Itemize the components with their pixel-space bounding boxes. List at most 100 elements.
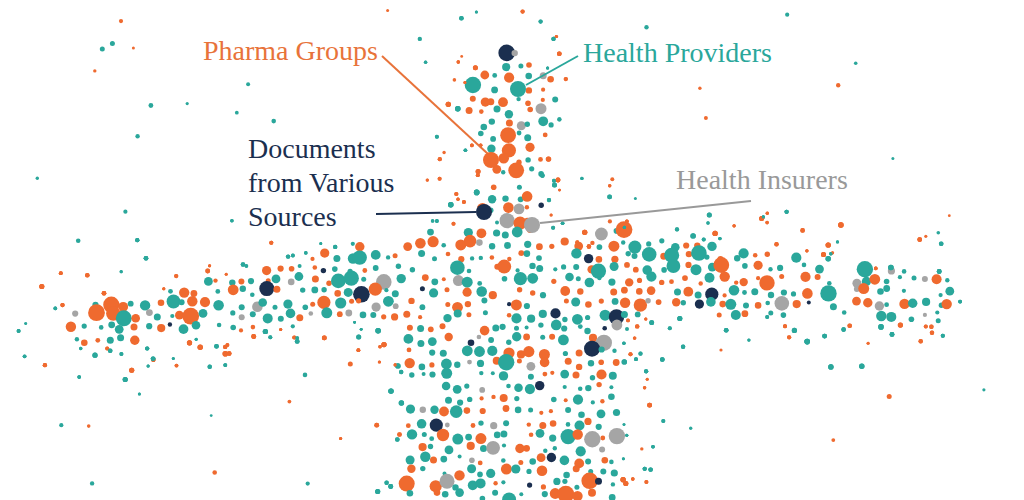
dot [584,254,593,263]
dot [629,352,633,356]
dot [465,301,471,307]
dot [39,284,44,289]
dot [431,278,438,285]
dot [707,242,716,251]
dot [634,357,638,361]
dot [477,335,482,340]
dot [120,270,123,273]
dot [395,437,400,442]
dot [457,60,460,63]
dot [217,323,222,328]
dot [691,245,707,261]
dot [525,101,531,107]
dot [345,310,352,317]
dot [526,62,532,68]
dot [375,489,380,494]
dot [245,264,249,268]
callout-label: Health Insurers [676,163,848,197]
dot [543,133,548,138]
dot [85,273,90,278]
dot [59,271,63,275]
dot [725,299,736,310]
dot [561,221,565,225]
dot [608,241,619,252]
dot [489,118,495,124]
dot [733,224,736,227]
dot [198,345,203,350]
dot [187,296,197,306]
dot [685,262,691,268]
dot [467,464,476,473]
dot [454,192,458,196]
dot [66,322,76,332]
dot [608,184,611,187]
dot [681,345,685,349]
dot [659,280,664,285]
dot [493,229,500,236]
dot [553,478,560,485]
dot [227,351,232,356]
dot [388,388,393,393]
dot [629,352,633,356]
dot [407,325,413,331]
dot [829,252,832,255]
dot [644,25,648,29]
dot [395,437,400,442]
dot [525,384,535,394]
dot [611,256,618,263]
dot [215,289,220,294]
dot [223,363,227,367]
dot [435,135,439,139]
dot [440,456,447,463]
dot [642,247,657,262]
dot [958,300,962,304]
dot [360,328,363,331]
dot [633,267,639,273]
dot [898,323,903,328]
dot [742,263,748,269]
dot [311,287,318,294]
dot [552,97,558,103]
dot [39,284,44,289]
dot [675,227,679,231]
leader-line [526,56,578,85]
dot [251,334,256,339]
dot [429,362,434,367]
dot [426,179,429,182]
dot [637,278,642,283]
dot [540,173,544,177]
dot [561,221,565,225]
dot [518,64,523,69]
dot [393,303,399,309]
dot [174,274,178,278]
dot [477,228,487,238]
dot [495,221,499,225]
dot [560,286,570,296]
dot [560,456,570,466]
dot [384,288,388,292]
dot [524,250,531,257]
dot [524,241,531,248]
dot [428,236,439,247]
dot [486,441,500,455]
dot [474,190,480,196]
dot [511,299,522,310]
dot [419,364,426,371]
dot [759,216,764,221]
dot [695,300,704,309]
dot [740,278,748,286]
dot [503,420,509,426]
dot [588,489,596,497]
dot [759,216,764,221]
dot [502,493,516,500]
dot [633,336,636,339]
dot [699,281,703,285]
dot [417,325,424,332]
dot [381,342,386,347]
dot [564,77,568,81]
dot [147,365,150,368]
dot [397,274,406,283]
dot [440,350,447,357]
dot [704,116,708,120]
dot [144,256,149,261]
